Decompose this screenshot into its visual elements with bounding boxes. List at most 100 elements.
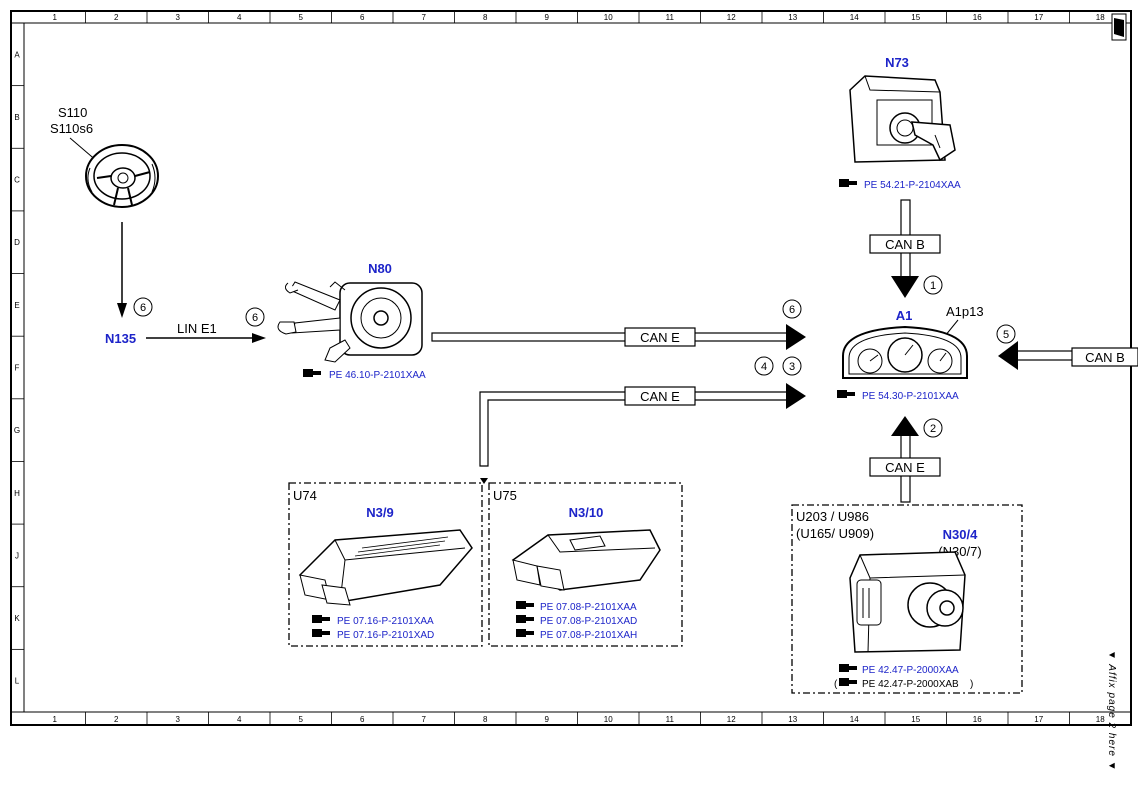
column-marker: 15 bbox=[911, 13, 920, 22]
ignition-switch-icon bbox=[849, 75, 956, 163]
can-b-right-label: CAN B bbox=[1085, 350, 1125, 365]
engine-control-unit-icon bbox=[298, 529, 473, 606]
a1-label: A1 bbox=[896, 308, 913, 323]
engine-control-unit-icon bbox=[511, 529, 661, 591]
column-marker: 13 bbox=[788, 13, 797, 22]
steering-wheel-icon bbox=[85, 144, 159, 208]
column-marker: 14 bbox=[850, 13, 859, 22]
step-badge-can-e-lower-b: 3 bbox=[789, 361, 795, 373]
column-marker: 9 bbox=[545, 715, 550, 724]
n3-10-label: N3/10 bbox=[569, 505, 604, 520]
column-marker: 6 bbox=[360, 13, 365, 22]
row-marker: A bbox=[14, 50, 20, 59]
step-badge-n135: 6 bbox=[140, 302, 146, 314]
column-marker: 5 bbox=[299, 13, 304, 22]
column-marker: 12 bbox=[727, 13, 736, 22]
column-marker: 17 bbox=[1034, 715, 1043, 724]
can-b-top-label: CAN B bbox=[885, 237, 925, 252]
column-marker: 18 bbox=[1096, 715, 1105, 724]
n80-ref: PE 46.10-P-2101XAA bbox=[329, 370, 426, 381]
lin-e1-label: LIN E1 bbox=[177, 321, 217, 336]
reference-icon bbox=[516, 601, 534, 637]
column-marker: 2 bbox=[114, 715, 119, 724]
u74-group: U74 N3/9 PE 07.16-P-2101XAA PE 07.16-P-2… bbox=[288, 478, 488, 647]
n30-ref-2-suffix: ) bbox=[970, 679, 973, 690]
column-marker: 17 bbox=[1034, 13, 1043, 22]
row-marker: J bbox=[15, 551, 19, 560]
row-marker: K bbox=[14, 614, 20, 623]
column-marker: 10 bbox=[604, 715, 613, 724]
column-marker: 4 bbox=[237, 13, 242, 22]
column-marker: 15 bbox=[911, 715, 920, 724]
column-marker: 8 bbox=[483, 715, 488, 724]
column-marker: 2 bbox=[114, 13, 119, 22]
u75-ref-2: PE 07.08-P-2101XAD bbox=[540, 616, 637, 627]
column-marker: 7 bbox=[422, 13, 427, 22]
step-badge-can-e-lower-a: 4 bbox=[761, 361, 767, 373]
column-marker: 9 bbox=[545, 13, 550, 22]
column-marker: 16 bbox=[973, 13, 982, 22]
column-marker: 3 bbox=[176, 13, 181, 22]
n30-ref-2: PE 42.47-P-2000XAB bbox=[862, 679, 959, 690]
instrument-cluster-icon bbox=[842, 325, 968, 379]
u75-ref-1: PE 07.08-P-2101XAA bbox=[540, 602, 637, 613]
u74-group-label: U74 bbox=[293, 488, 317, 503]
a1p13-label: A1p13 bbox=[946, 304, 984, 319]
column-marker: 11 bbox=[666, 715, 675, 724]
column-marker: 10 bbox=[604, 13, 613, 22]
column-marker: 12 bbox=[727, 715, 736, 724]
abs-unit-icon bbox=[849, 551, 966, 653]
step-badge-can-e-bottom: 2 bbox=[930, 423, 936, 435]
step-badge-lin: 6 bbox=[252, 312, 258, 324]
can-e-upper-label: CAN E bbox=[640, 330, 680, 345]
n80-module: N80 PE 46.10-P-2101XAA bbox=[277, 261, 426, 381]
reference-icon bbox=[839, 664, 857, 686]
s110s6-label: S110s6 bbox=[50, 121, 93, 136]
column-marker: 5 bbox=[299, 715, 304, 724]
column-marker: 3 bbox=[176, 715, 181, 724]
row-marker: H bbox=[14, 489, 20, 498]
column-marker: 7 bbox=[422, 715, 427, 724]
steering-wheel: S110 S110s6 bbox=[50, 105, 159, 208]
n30-4-label: N30/4 bbox=[943, 527, 978, 542]
reference-icon bbox=[303, 369, 321, 377]
n80-label: N80 bbox=[368, 261, 392, 276]
column-marker: 6 bbox=[360, 715, 365, 724]
row-marker: D bbox=[14, 238, 20, 247]
n135-label: N135 bbox=[105, 331, 136, 346]
step-badge-can-e-upper: 6 bbox=[789, 304, 795, 316]
n3-9-label: N3/9 bbox=[366, 505, 393, 520]
row-marker: L bbox=[15, 677, 20, 686]
n30-ref-2-prefix: ( bbox=[834, 679, 838, 690]
column-marker: 16 bbox=[973, 715, 982, 724]
column-marker: 1 bbox=[53, 715, 58, 724]
column-marker: 8 bbox=[483, 13, 488, 22]
a1-module: A1 A1p13 PE 54.30-P-2101XAA bbox=[837, 304, 984, 402]
row-marker: B bbox=[14, 113, 19, 122]
row-marker: C bbox=[14, 176, 20, 185]
column-marker: 4 bbox=[237, 715, 242, 724]
n30-ref-1: PE 42.47-P-2000XAA bbox=[862, 665, 959, 676]
side-note: ▼ Affix page 2 here ▼ bbox=[1106, 650, 1117, 772]
steering-column-module-icon bbox=[277, 281, 423, 363]
u75-ref-3: PE 07.08-P-2101XAH bbox=[540, 630, 637, 641]
s110-label: S110 bbox=[58, 105, 87, 120]
reference-icon bbox=[839, 179, 857, 187]
u203-group: U203 / U986 (U165/ U909) N30/4 (N30/7) P… bbox=[791, 504, 1023, 694]
u74-ref-1: PE 07.16-P-2101XAA bbox=[337, 616, 434, 627]
column-marker: 18 bbox=[1096, 13, 1105, 22]
u165-group-label: (U165/ U909) bbox=[796, 526, 874, 541]
step-badge-can-b-right: 5 bbox=[1003, 329, 1009, 341]
can-e-lower-label: CAN E bbox=[640, 389, 680, 404]
step-badge-can-b-top: 1 bbox=[930, 280, 936, 292]
u75-group-label: U75 bbox=[493, 488, 517, 503]
u75-group: U75 N3/10 PE 07.08-P-2101XAA PE 07.08-P-… bbox=[488, 482, 683, 647]
u74-ref-2: PE 07.16-P-2101XAD bbox=[337, 630, 434, 641]
row-marker: E bbox=[14, 301, 19, 310]
can-e-bottom-label: CAN E bbox=[885, 460, 925, 475]
reference-icon bbox=[312, 615, 330, 637]
row-marker: G bbox=[14, 426, 20, 435]
n73-label: N73 bbox=[885, 55, 909, 70]
